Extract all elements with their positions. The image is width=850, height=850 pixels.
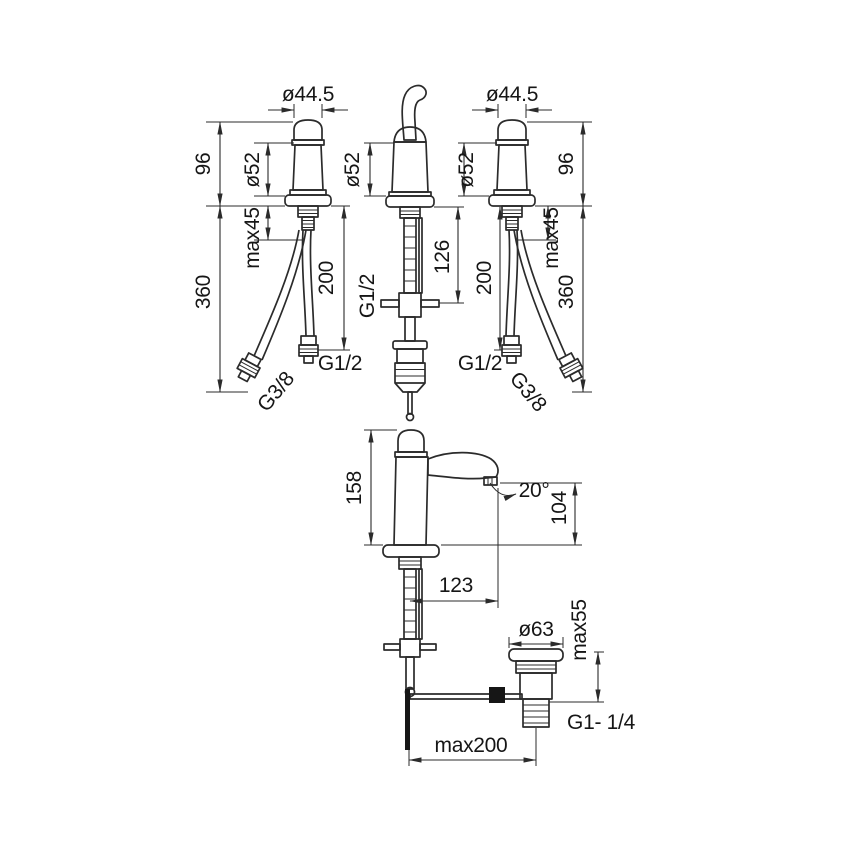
faucet-front-center [380, 84, 440, 422]
thread-label-drain: G1- 1/4 [567, 711, 636, 734]
faucet-spout-side-view [382, 429, 523, 750]
dimension-lines-top-center [364, 142, 464, 304]
dim-label-rod-length-center: 126 [431, 240, 454, 274]
dim-label-max-distance: max200 [435, 734, 508, 757]
dim-label-hose-length-left: 360 [192, 275, 215, 309]
dim-label-spout-angle: 20° [519, 479, 550, 502]
pop-up-rod [405, 689, 410, 750]
dim-label-flange-diameter-center: ø52 [341, 152, 364, 187]
dim-label-flange-diameter-left: ø52 [241, 152, 264, 187]
thread-label-g38-left: G3/8 [253, 367, 299, 416]
dim-label-max-drain-deck: max55 [568, 599, 591, 661]
dimension-lines-top-right [458, 104, 592, 393]
thread-label-g12-right: G1/2 [458, 352, 502, 375]
dimension-lines-top-left [206, 104, 350, 393]
view-top-left-faucet: ø44.5 96 ø52 max45 360 200 G1/2 G3/8 [192, 83, 362, 416]
dim-label-body-height: 158 [343, 471, 366, 505]
dim-label-max-deck-right: max45 [540, 207, 563, 269]
view-top-right-faucet: ø44.5 96 ø52 max45 360 200 G1/2 G3/8 [455, 83, 592, 416]
dim-label-drain-diameter: ø63 [518, 618, 553, 641]
dim-label-max-deck-left: max45 [241, 207, 264, 269]
dimension-lines-bottom [364, 429, 604, 766]
dim-label-tail-length-right: 200 [473, 261, 496, 295]
dim-label-hose-length-right: 360 [555, 275, 578, 309]
view-top-center-faucet: ø52 G1/2 126 [341, 84, 464, 422]
dim-label-cap-diameter-left: ø44.5 [282, 83, 334, 106]
dim-label-cap-diameter-right: ø44.5 [486, 83, 538, 106]
dim-label-height-96-right: 96 [555, 153, 578, 176]
dim-label-flange-diameter-right: ø52 [455, 152, 478, 187]
dim-label-tail-length-left: 200 [315, 261, 338, 295]
pop-up-drain-assembly [508, 648, 564, 728]
rod-clamp [489, 687, 505, 703]
dim-label-height-96-left: 96 [192, 153, 215, 176]
thread-label-g12-center: G1/2 [356, 274, 379, 318]
thread-label-g12-left: G1/2 [318, 352, 362, 375]
view-bottom-faucet: 158 20° 104 123 ø63 max55 G1- 1/4 max200 [343, 429, 636, 766]
dim-label-spout-reach: 123 [439, 574, 473, 597]
dim-label-outlet-height: 104 [548, 490, 571, 525]
thread-label-g38-right: G3/8 [505, 367, 551, 416]
